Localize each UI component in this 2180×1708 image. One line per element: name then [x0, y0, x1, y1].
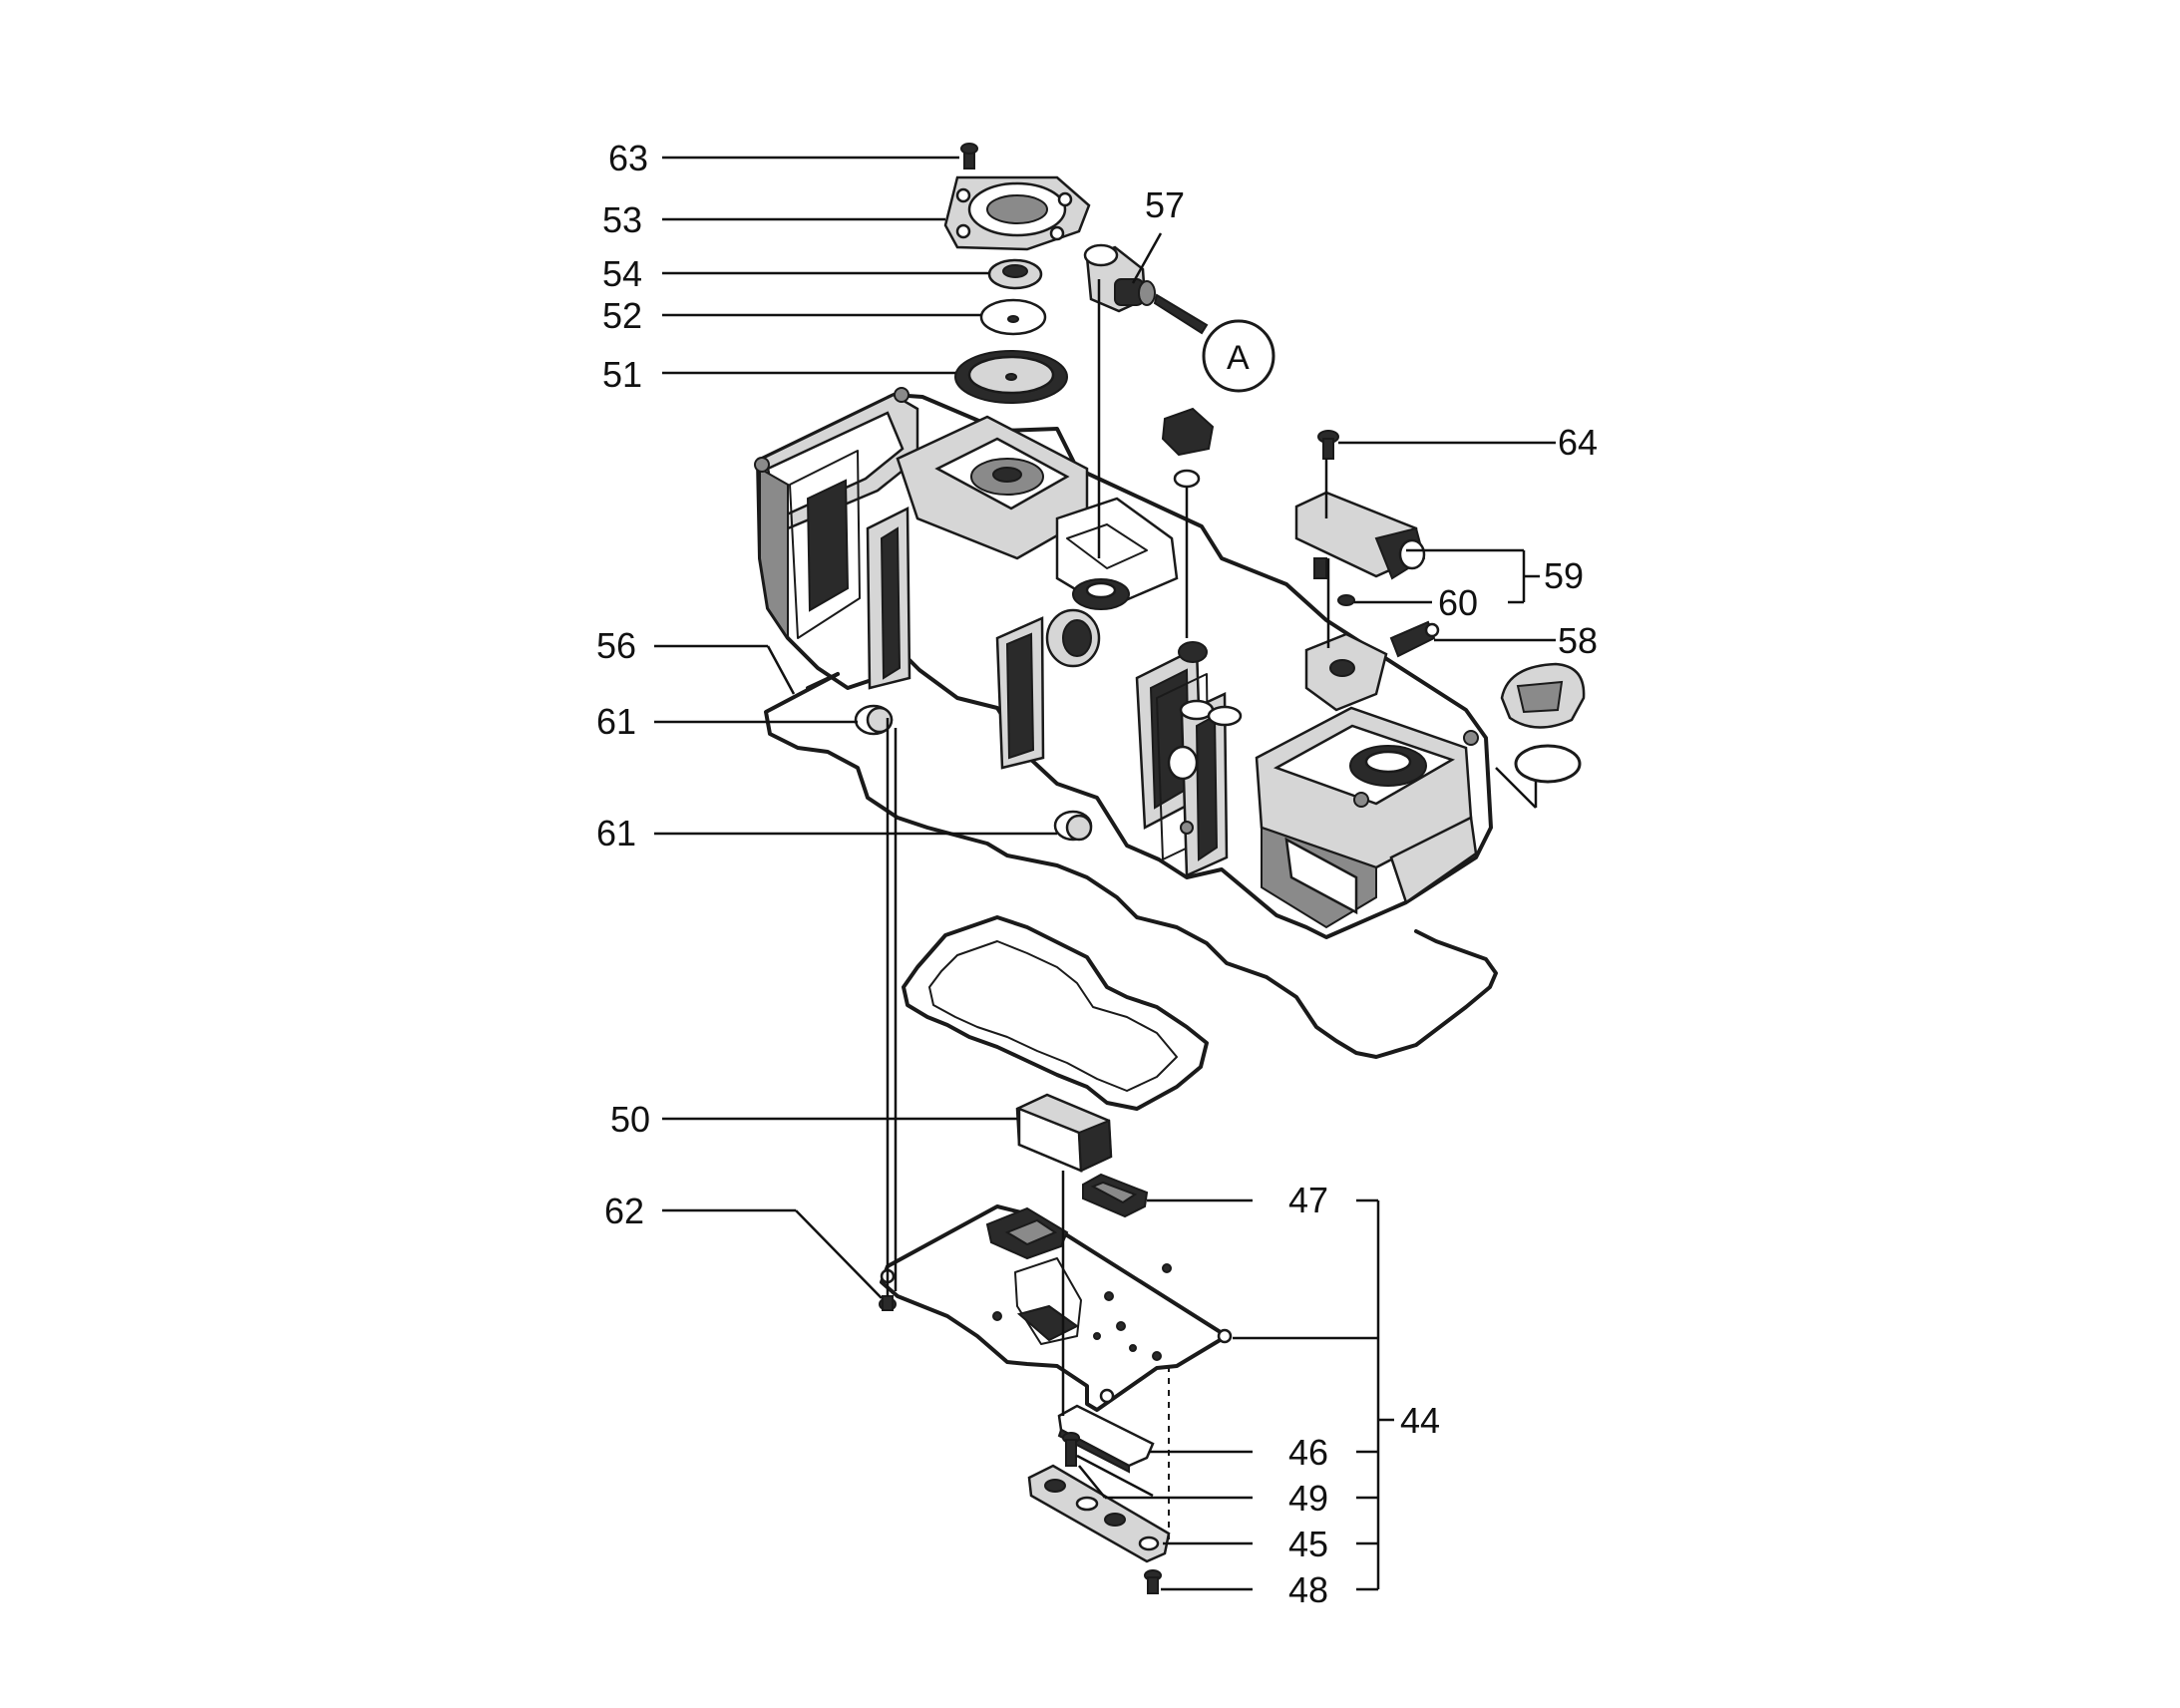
screw-63 — [960, 143, 978, 170]
label-61-lower: 61 — [596, 813, 636, 854]
label-44: 44 — [1400, 1400, 1440, 1441]
assembly-lines — [886, 279, 1330, 1545]
disc-52 — [979, 298, 1047, 336]
label-47: 47 — [1288, 1180, 1328, 1220]
filter-element-50 — [1015, 1093, 1113, 1173]
leader-lines — [654, 156, 1556, 1591]
label-63: 63 — [608, 138, 648, 178]
label-51: 51 — [602, 354, 642, 395]
diaphragm-51 — [954, 350, 1068, 404]
inner-gasket — [902, 915, 1209, 1111]
o-ring-60 — [1337, 594, 1355, 606]
gasket-56 — [764, 672, 1498, 1059]
label-48: 48 — [1288, 1569, 1328, 1610]
label-45: 45 — [1288, 1524, 1328, 1564]
pad-47 — [1082, 1173, 1149, 1218]
label-50: 50 — [610, 1099, 650, 1140]
label-61-upper: 61 — [596, 701, 636, 742]
rocker-cover-56 — [754, 387, 1493, 939]
plug-61-upper — [854, 704, 894, 736]
bracket-45 — [1027, 1464, 1171, 1563]
callout-labels: 63 53 54 52 51 57 A 64 59 60 58 56 61 61… — [596, 138, 1598, 1610]
cover-plate-assembly — [943, 143, 1091, 404]
label-46: 46 — [1288, 1432, 1328, 1473]
bracket-58 — [1304, 620, 1440, 712]
plug-61-lower — [1053, 810, 1093, 842]
label-62: 62 — [604, 1191, 644, 1231]
label-64: 64 — [1558, 422, 1598, 463]
sensor-assembly — [1294, 430, 1440, 712]
label-49: 49 — [1288, 1478, 1328, 1519]
label-53: 53 — [602, 199, 642, 240]
center-fitting — [1161, 407, 1215, 638]
bolt-64 — [1317, 430, 1339, 460]
detail-reference-marker — [1153, 293, 1275, 393]
label-60: 60 — [1438, 582, 1478, 623]
label-52: 52 — [602, 295, 642, 336]
sensor-59 — [1294, 491, 1426, 580]
label-57: 57 — [1145, 184, 1185, 225]
breather-fitting-57 — [1083, 243, 1156, 313]
base-plate-44 — [880, 1204, 1233, 1412]
label-59: 59 — [1544, 555, 1584, 596]
label-A: A — [1227, 339, 1250, 377]
screw-48 — [1144, 1569, 1162, 1594]
screw-49 — [1062, 1432, 1080, 1467]
washer-54 — [987, 258, 1043, 290]
screw-62 — [879, 1295, 897, 1311]
oil-filler-cap — [1495, 662, 1586, 809]
label-56: 56 — [596, 625, 636, 666]
label-54: 54 — [602, 253, 642, 294]
cover-plate-53 — [943, 175, 1091, 251]
label-58: 58 — [1558, 620, 1598, 661]
